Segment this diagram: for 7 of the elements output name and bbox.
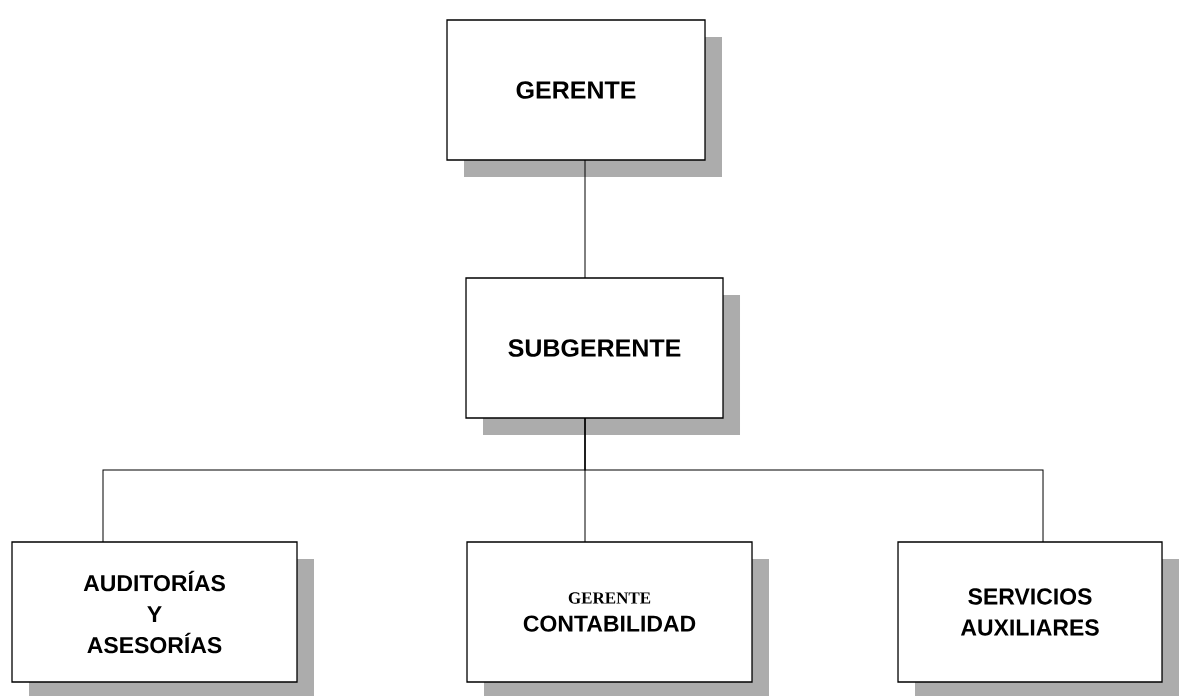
connector-line: [584, 159, 586, 279]
connector-line: [584, 417, 1044, 543]
org-box: GERENTE CONTABILIDAD: [466, 541, 769, 696]
org-box: SERVICIOS AUXILIARES: [897, 541, 1179, 696]
org-box: GERENTE: [446, 19, 722, 177]
org-box: SUBGERENTE: [465, 277, 740, 435]
org-box: AUDITORÍAS Y ASESORÍAS: [11, 541, 314, 696]
